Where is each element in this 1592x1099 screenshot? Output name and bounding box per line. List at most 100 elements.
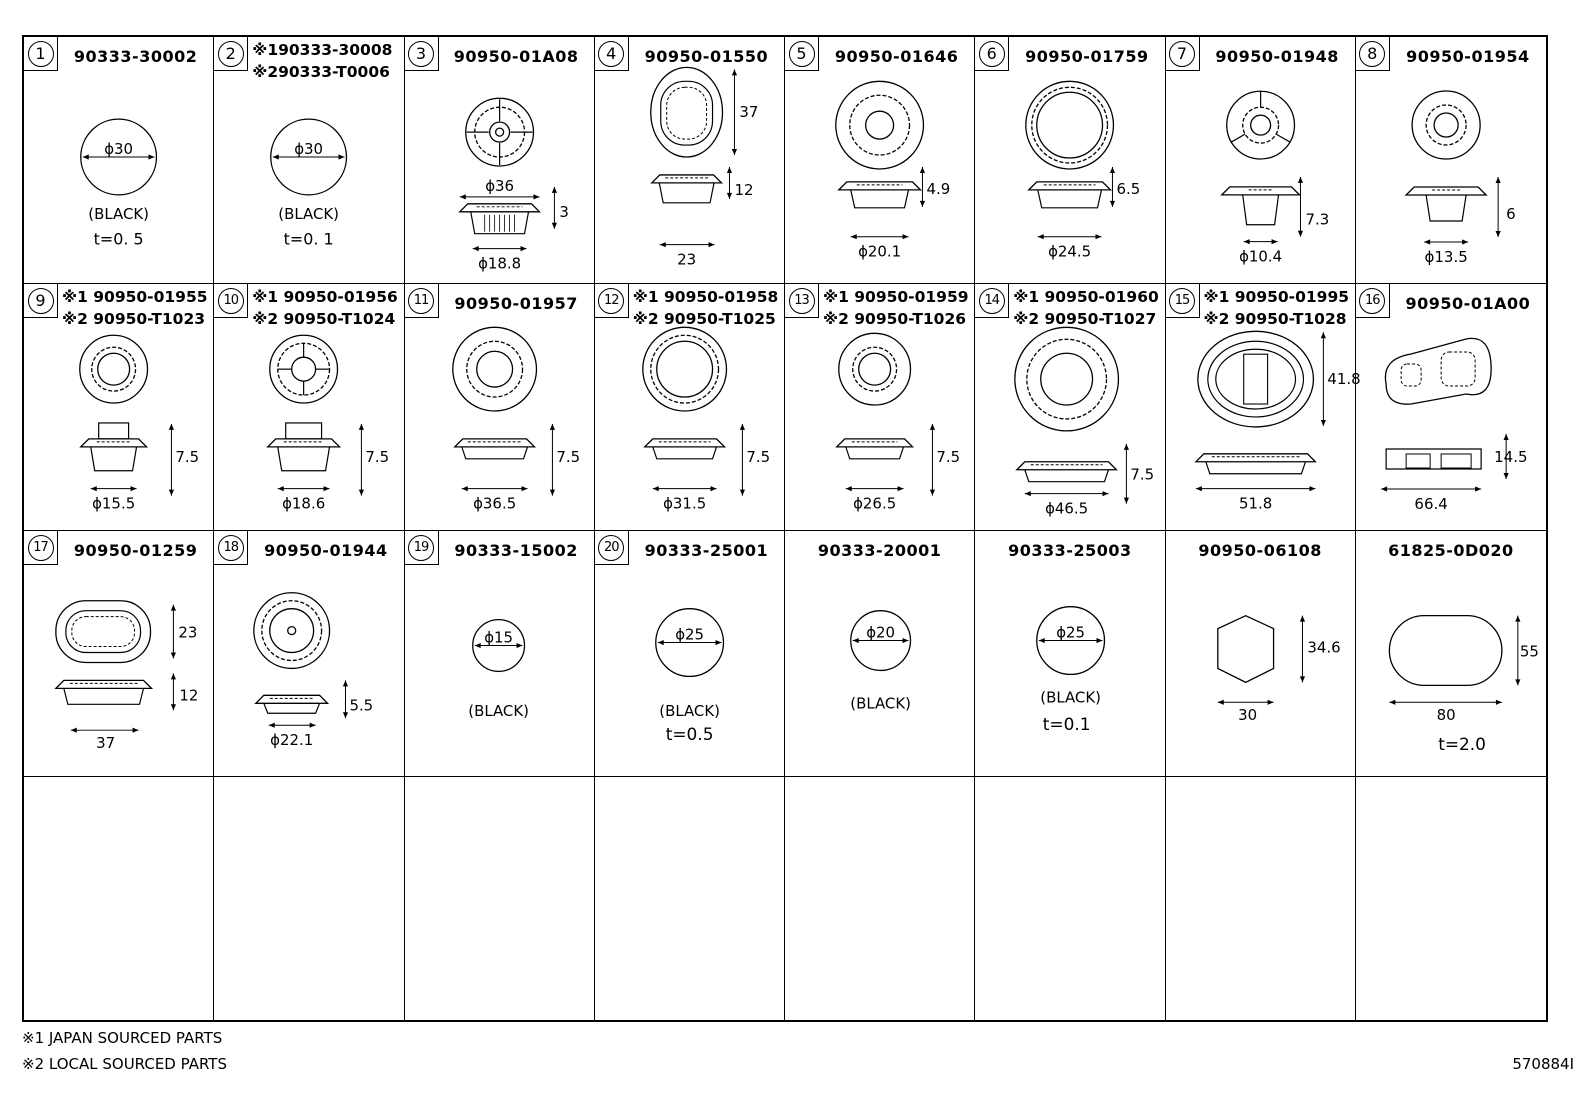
index-number: 8 [1359,40,1386,67]
index-number: 14 [978,287,1005,314]
dimension-line [1217,699,1274,705]
index-marker: 7 [1165,37,1200,71]
dimension-line [343,680,349,719]
part-number: 90950-01759 [1025,47,1149,66]
part-number: ※2 90950-T1024 [252,310,396,328]
index-marker: 15 [1165,284,1200,318]
seal-outline [270,118,348,196]
height-label: 6 [1506,205,1516,223]
empty-cell [785,777,976,1020]
diameter-dimension [852,637,909,644]
hole-label: ϕ20.1 [858,243,901,261]
index-number: 2 [217,40,244,67]
length-label: 37 [739,103,758,121]
hole-dimension [845,486,904,492]
diameter-label: ϕ15 [484,629,513,647]
height-dimension [549,423,555,496]
part-drawing: 41.851.8 [1193,330,1360,513]
seal-outline [654,608,724,678]
grommet-profile [54,679,154,705]
dimension-line [1243,239,1278,245]
part-drawing: 6 ϕ13.5 [1404,90,1516,266]
grommet-profile [1193,453,1317,475]
thickness-label: t=0. 5 [94,230,144,249]
grommet-profile [1219,186,1301,226]
grommet-top-view [1025,80,1115,170]
color-label: (BLACK) [850,694,911,712]
index-number: 7 [1169,40,1195,67]
part-number: ※1 90950-01959 [823,288,969,306]
width-label: 30 [1238,706,1257,724]
hole-label: ϕ26.5 [853,495,896,513]
color-label: (BLACK) [279,205,340,223]
grommet-profile [837,181,923,209]
height-label: 7.5 [366,448,390,466]
index-marker: 20 [594,531,629,565]
dimension-line [726,166,732,199]
grommet-profile [254,694,330,714]
part-number: ※2 90950-T1027 [1013,310,1157,328]
hole-dimension [1038,234,1102,240]
grommet-profile [1404,186,1488,222]
diameter-dimension [657,639,722,646]
seal-outline [80,118,158,196]
index-marker: 17 [24,531,58,565]
grommet-profile [1015,461,1119,483]
grommet-top-view [641,326,727,412]
dimension-line [1503,434,1509,479]
diameter-label: ϕ20 [866,624,895,642]
seal-outline [1036,606,1106,676]
part-number: ※2 90950-T1023 [62,310,206,328]
part-number: 90333-25003 [1008,541,1132,560]
width-label: 80 [1436,706,1455,724]
grommet-top-view [838,332,912,406]
grommet-profile [452,438,536,460]
part-number: 90950-01A08 [453,47,579,66]
hole-label: ϕ13.5 [1424,248,1467,266]
color-label: (BLACK) [1041,688,1102,706]
height-label: 12 [734,181,753,199]
color-label: (BLACK) [88,205,149,223]
part-number: 90333-30002 [73,47,198,66]
height-label: 3 [559,203,569,221]
index-marker: 5 [785,37,819,71]
grommet-top-view [451,326,537,412]
part-number: 90333-15002 [454,541,578,560]
thickness-label: t=0.5 [666,724,714,744]
reference-number: 570884I [1512,1055,1574,1073]
grommet-profile [642,438,726,460]
hole-dimension [652,486,717,492]
part-number-list: ※1 90950-01956※2 90950-T1024 [252,286,403,330]
hole-dimension [277,486,330,492]
diameter-label: ϕ36 [485,177,514,195]
grommet-top-view [835,80,925,170]
hole-dimension [461,486,528,492]
height-dimension [551,186,557,229]
part-number: ※290333-T0006 [252,63,390,81]
height-dimension [739,423,745,496]
part-number: ※190333-30008 [252,41,393,59]
empty-cell [1166,777,1356,1020]
index-marker: 3 [404,37,439,71]
dimension-line [1124,443,1130,504]
hole-label: ϕ46.5 [1045,500,1088,518]
diameter-label: ϕ25 [1056,624,1085,642]
